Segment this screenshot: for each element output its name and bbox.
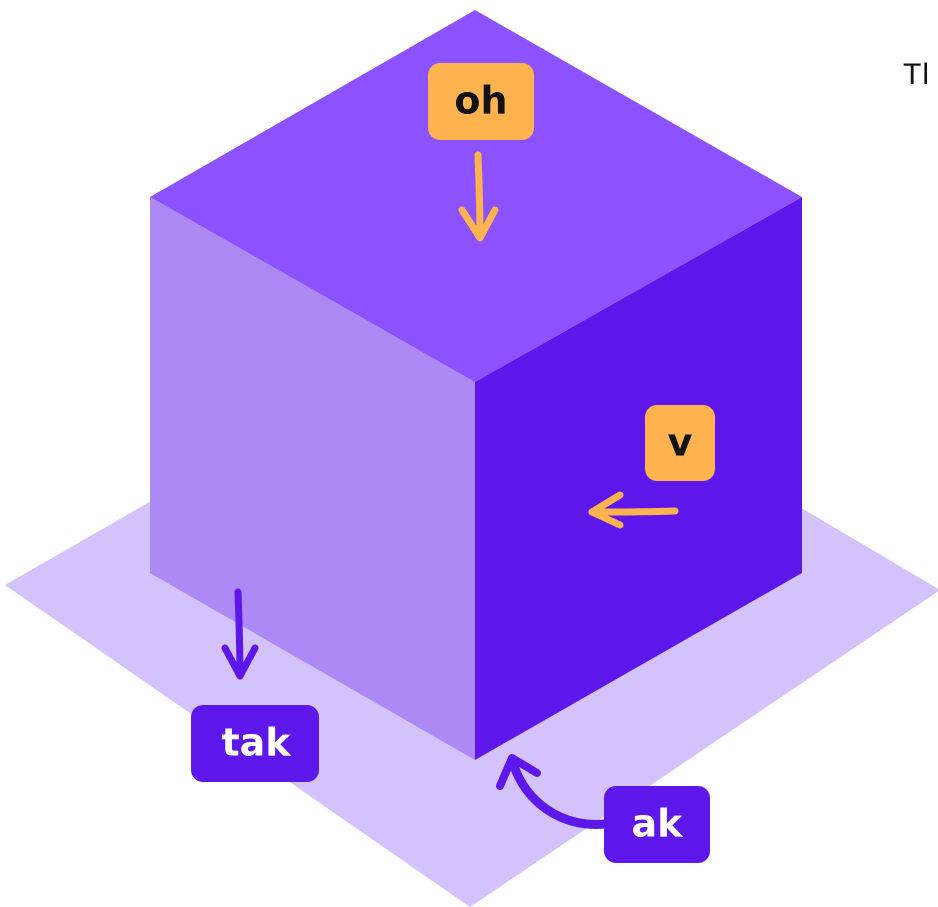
cube-right-face bbox=[475, 197, 802, 760]
corner-text: Tl bbox=[903, 58, 930, 91]
cube-left-face bbox=[150, 197, 475, 760]
right-face-label: v bbox=[668, 421, 693, 465]
bottom-right-badge: ak bbox=[604, 786, 710, 863]
down-arrow-icon bbox=[221, 588, 259, 680]
left-arrow-icon bbox=[588, 491, 679, 529]
right-face-badge: v bbox=[645, 405, 715, 481]
top-face-badge: oh bbox=[428, 63, 534, 140]
curved-arrow-icon bbox=[496, 754, 609, 829]
bottom-left-badge: tak bbox=[191, 705, 319, 782]
bottom-left-label: tak bbox=[221, 721, 291, 765]
bottom-right-label: ak bbox=[632, 802, 684, 846]
down-arrow-icon bbox=[458, 151, 499, 242]
top-face-label: oh bbox=[454, 79, 507, 123]
